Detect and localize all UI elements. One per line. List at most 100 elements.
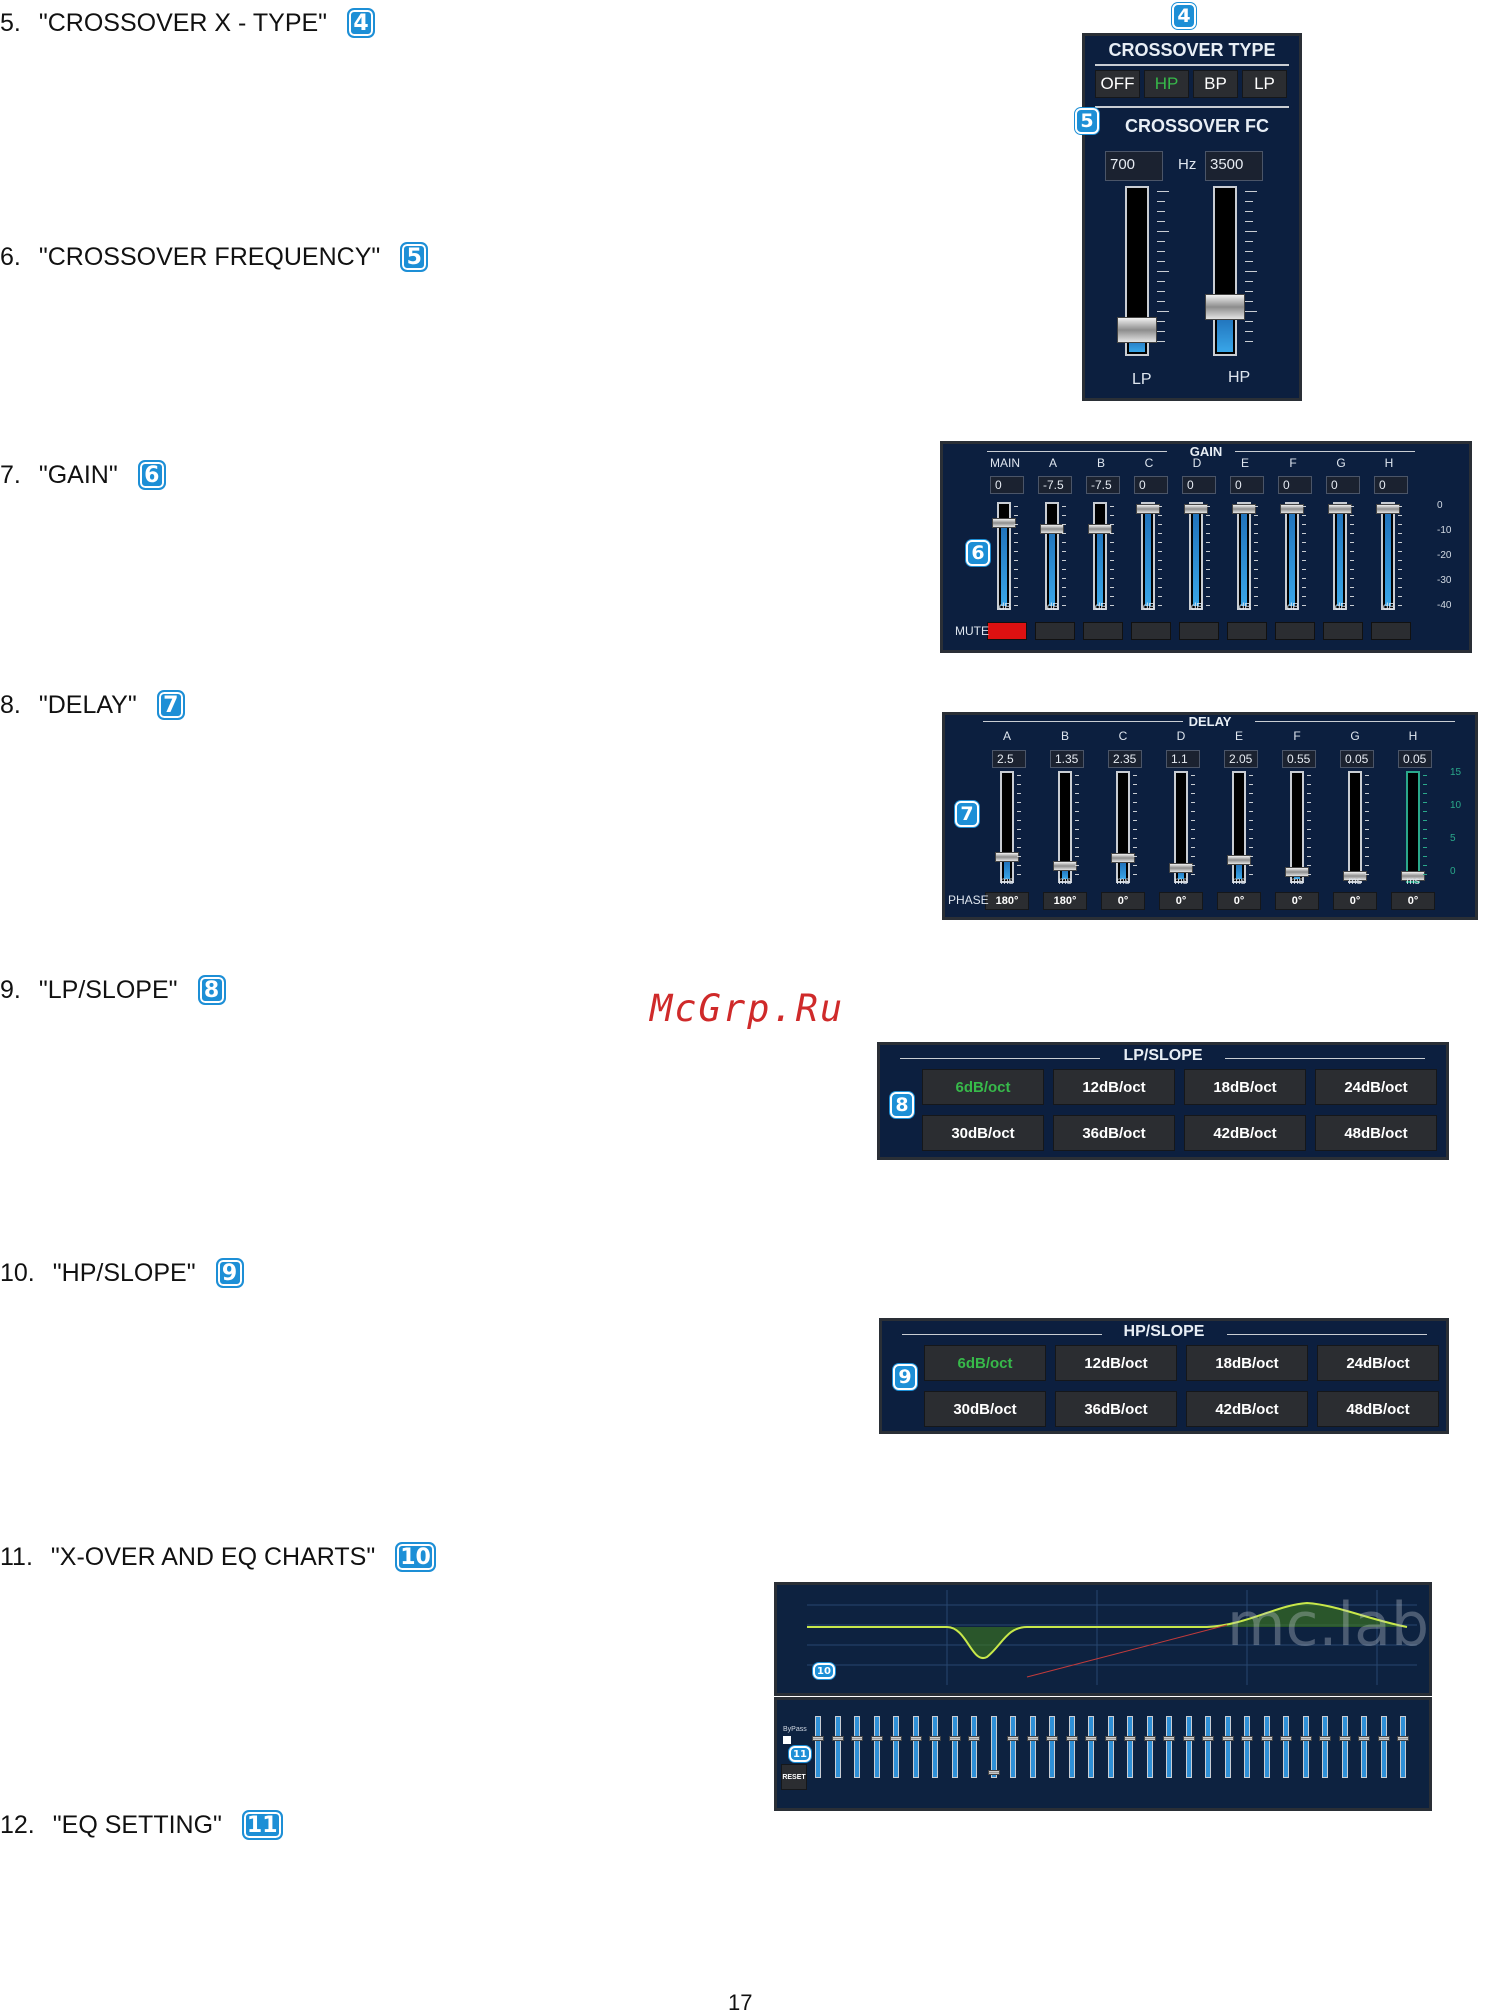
- gain-slider-knob[interactable]: [1040, 523, 1064, 534]
- hp-slope-option-button[interactable]: 30dB/oct: [924, 1391, 1046, 1427]
- lp-slope-option-button[interactable]: 36dB/oct: [1053, 1115, 1175, 1151]
- eq-band-knob[interactable]: [909, 1736, 922, 1741]
- eq-band-slider[interactable]: [1185, 1716, 1192, 1778]
- lp-slope-option-button[interactable]: 30dB/oct: [922, 1115, 1044, 1151]
- eq-band-slider[interactable]: [1341, 1716, 1348, 1778]
- reset-button[interactable]: RESET: [781, 1764, 807, 1790]
- eq-band-slider[interactable]: [1127, 1716, 1133, 1778]
- eq-band-knob[interactable]: [1397, 1736, 1409, 1741]
- delay-slider-knob[interactable]: [1053, 860, 1077, 871]
- eq-band-slider[interactable]: [1263, 1716, 1270, 1778]
- eq-band-knob[interactable]: [968, 1736, 980, 1741]
- delay-slider[interactable]: [1174, 771, 1188, 883]
- eq-band-knob[interactable]: [1221, 1736, 1234, 1741]
- delay-value-field[interactable]: 2.5: [992, 750, 1026, 768]
- hp-slope-option-button[interactable]: 18dB/oct: [1186, 1345, 1308, 1381]
- lp-slope-option-button[interactable]: 24dB/oct: [1315, 1069, 1437, 1105]
- phase-button[interactable]: 0°: [1333, 892, 1377, 910]
- eq-band-knob[interactable]: [1358, 1736, 1370, 1741]
- phase-button[interactable]: 0°: [1159, 892, 1203, 910]
- eq-band-slider[interactable]: [1283, 1716, 1289, 1778]
- crossover-type-lp-button[interactable]: LP: [1242, 70, 1287, 98]
- crossover-type-off-button[interactable]: OFF: [1095, 70, 1140, 98]
- eq-band-knob[interactable]: [1182, 1736, 1195, 1741]
- hp-slider-knob[interactable]: [1205, 293, 1245, 320]
- gain-slider[interactable]: [1333, 502, 1347, 610]
- gain-slider[interactable]: [1141, 502, 1155, 610]
- eq-band-knob[interactable]: [1299, 1736, 1312, 1741]
- eq-band-slider[interactable]: [1322, 1716, 1328, 1778]
- mute-button[interactable]: [1371, 622, 1411, 640]
- lp-slider-knob[interactable]: [1117, 317, 1157, 344]
- eq-band-knob[interactable]: [812, 1736, 824, 1741]
- eq-band-slider[interactable]: [1049, 1716, 1055, 1778]
- lp-slope-option-button[interactable]: 48dB/oct: [1315, 1115, 1437, 1151]
- mute-button[interactable]: [1083, 622, 1123, 640]
- gain-slider[interactable]: [1045, 502, 1059, 610]
- delay-slider[interactable]: [1116, 771, 1130, 883]
- eq-band-slider[interactable]: [854, 1716, 860, 1778]
- eq-band-knob[interactable]: [929, 1736, 941, 1741]
- gain-value-field[interactable]: 0: [1134, 476, 1168, 494]
- delay-value-field[interactable]: 0.05: [1398, 750, 1432, 768]
- lp-slope-option-button[interactable]: 12dB/oct: [1053, 1069, 1175, 1105]
- delay-value-field[interactable]: 1.35: [1050, 750, 1084, 768]
- gain-value-field[interactable]: 0: [1278, 476, 1312, 494]
- delay-slider-knob[interactable]: [1169, 863, 1193, 874]
- hp-frequency-slider[interactable]: [1213, 186, 1237, 356]
- eq-band-slider[interactable]: [815, 1716, 821, 1778]
- delay-slider[interactable]: [1348, 771, 1362, 883]
- phase-button[interactable]: 180°: [985, 892, 1029, 910]
- delay-value-field[interactable]: 0.55: [1282, 750, 1316, 768]
- eq-band-knob[interactable]: [1163, 1736, 1175, 1741]
- eq-band-slider[interactable]: [951, 1716, 958, 1778]
- eq-band-slider[interactable]: [1107, 1716, 1114, 1778]
- eq-band-knob[interactable]: [1065, 1736, 1078, 1741]
- delay-slider[interactable]: [1290, 771, 1304, 883]
- gain-slider-knob[interactable]: [1280, 504, 1304, 515]
- eq-band-slider[interactable]: [990, 1716, 997, 1778]
- eq-band-slider[interactable]: [1146, 1716, 1153, 1778]
- eq-band-slider[interactable]: [1361, 1716, 1367, 1778]
- gain-value-field[interactable]: -7.5: [1086, 476, 1120, 494]
- delay-value-field[interactable]: 0.05: [1340, 750, 1374, 768]
- eq-band-knob[interactable]: [831, 1736, 844, 1741]
- delay-value-field[interactable]: 1.1: [1166, 750, 1200, 768]
- eq-band-knob[interactable]: [1377, 1736, 1390, 1741]
- eq-band-slider[interactable]: [1029, 1716, 1036, 1778]
- hp-slope-option-button[interactable]: 48dB/oct: [1317, 1391, 1439, 1427]
- eq-band-slider[interactable]: [1166, 1716, 1172, 1778]
- hp-slope-option-button[interactable]: 12dB/oct: [1055, 1345, 1177, 1381]
- eq-band-slider[interactable]: [1205, 1716, 1211, 1778]
- delay-slider-knob[interactable]: [1227, 855, 1251, 866]
- gain-slider[interactable]: [997, 502, 1011, 610]
- gain-slider-knob[interactable]: [1136, 504, 1160, 515]
- hp-slope-option-button[interactable]: 6dB/oct: [924, 1345, 1046, 1381]
- eq-band-knob[interactable]: [1026, 1736, 1039, 1741]
- eq-band-slider[interactable]: [873, 1716, 880, 1778]
- gain-slider-knob[interactable]: [1184, 504, 1208, 515]
- eq-band-knob[interactable]: [1143, 1736, 1156, 1741]
- eq-band-knob[interactable]: [948, 1736, 961, 1741]
- mute-button[interactable]: [987, 622, 1027, 640]
- mute-button[interactable]: [1323, 622, 1363, 640]
- eq-band-knob[interactable]: [1202, 1736, 1214, 1741]
- gain-slider-knob[interactable]: [1376, 504, 1400, 515]
- hp-slope-option-button[interactable]: 24dB/oct: [1317, 1345, 1439, 1381]
- eq-band-knob[interactable]: [1085, 1736, 1097, 1741]
- lp-slope-option-button[interactable]: 42dB/oct: [1184, 1115, 1306, 1151]
- delay-slider-knob[interactable]: [1343, 871, 1367, 881]
- hp-slope-option-button[interactable]: 36dB/oct: [1055, 1391, 1177, 1427]
- mute-button[interactable]: [1179, 622, 1219, 640]
- gain-value-field[interactable]: 0: [1182, 476, 1216, 494]
- gain-slider-knob[interactable]: [1232, 504, 1256, 515]
- gain-value-field[interactable]: 0: [1374, 476, 1408, 494]
- gain-value-field[interactable]: 0: [990, 476, 1024, 494]
- eq-band-knob[interactable]: [1124, 1736, 1136, 1741]
- phase-button[interactable]: 180°: [1043, 892, 1087, 910]
- eq-band-knob[interactable]: [1007, 1736, 1019, 1741]
- eq-band-slider[interactable]: [1302, 1716, 1309, 1778]
- mute-button[interactable]: [1275, 622, 1315, 640]
- eq-band-slider[interactable]: [1068, 1716, 1075, 1778]
- gain-slider[interactable]: [1237, 502, 1251, 610]
